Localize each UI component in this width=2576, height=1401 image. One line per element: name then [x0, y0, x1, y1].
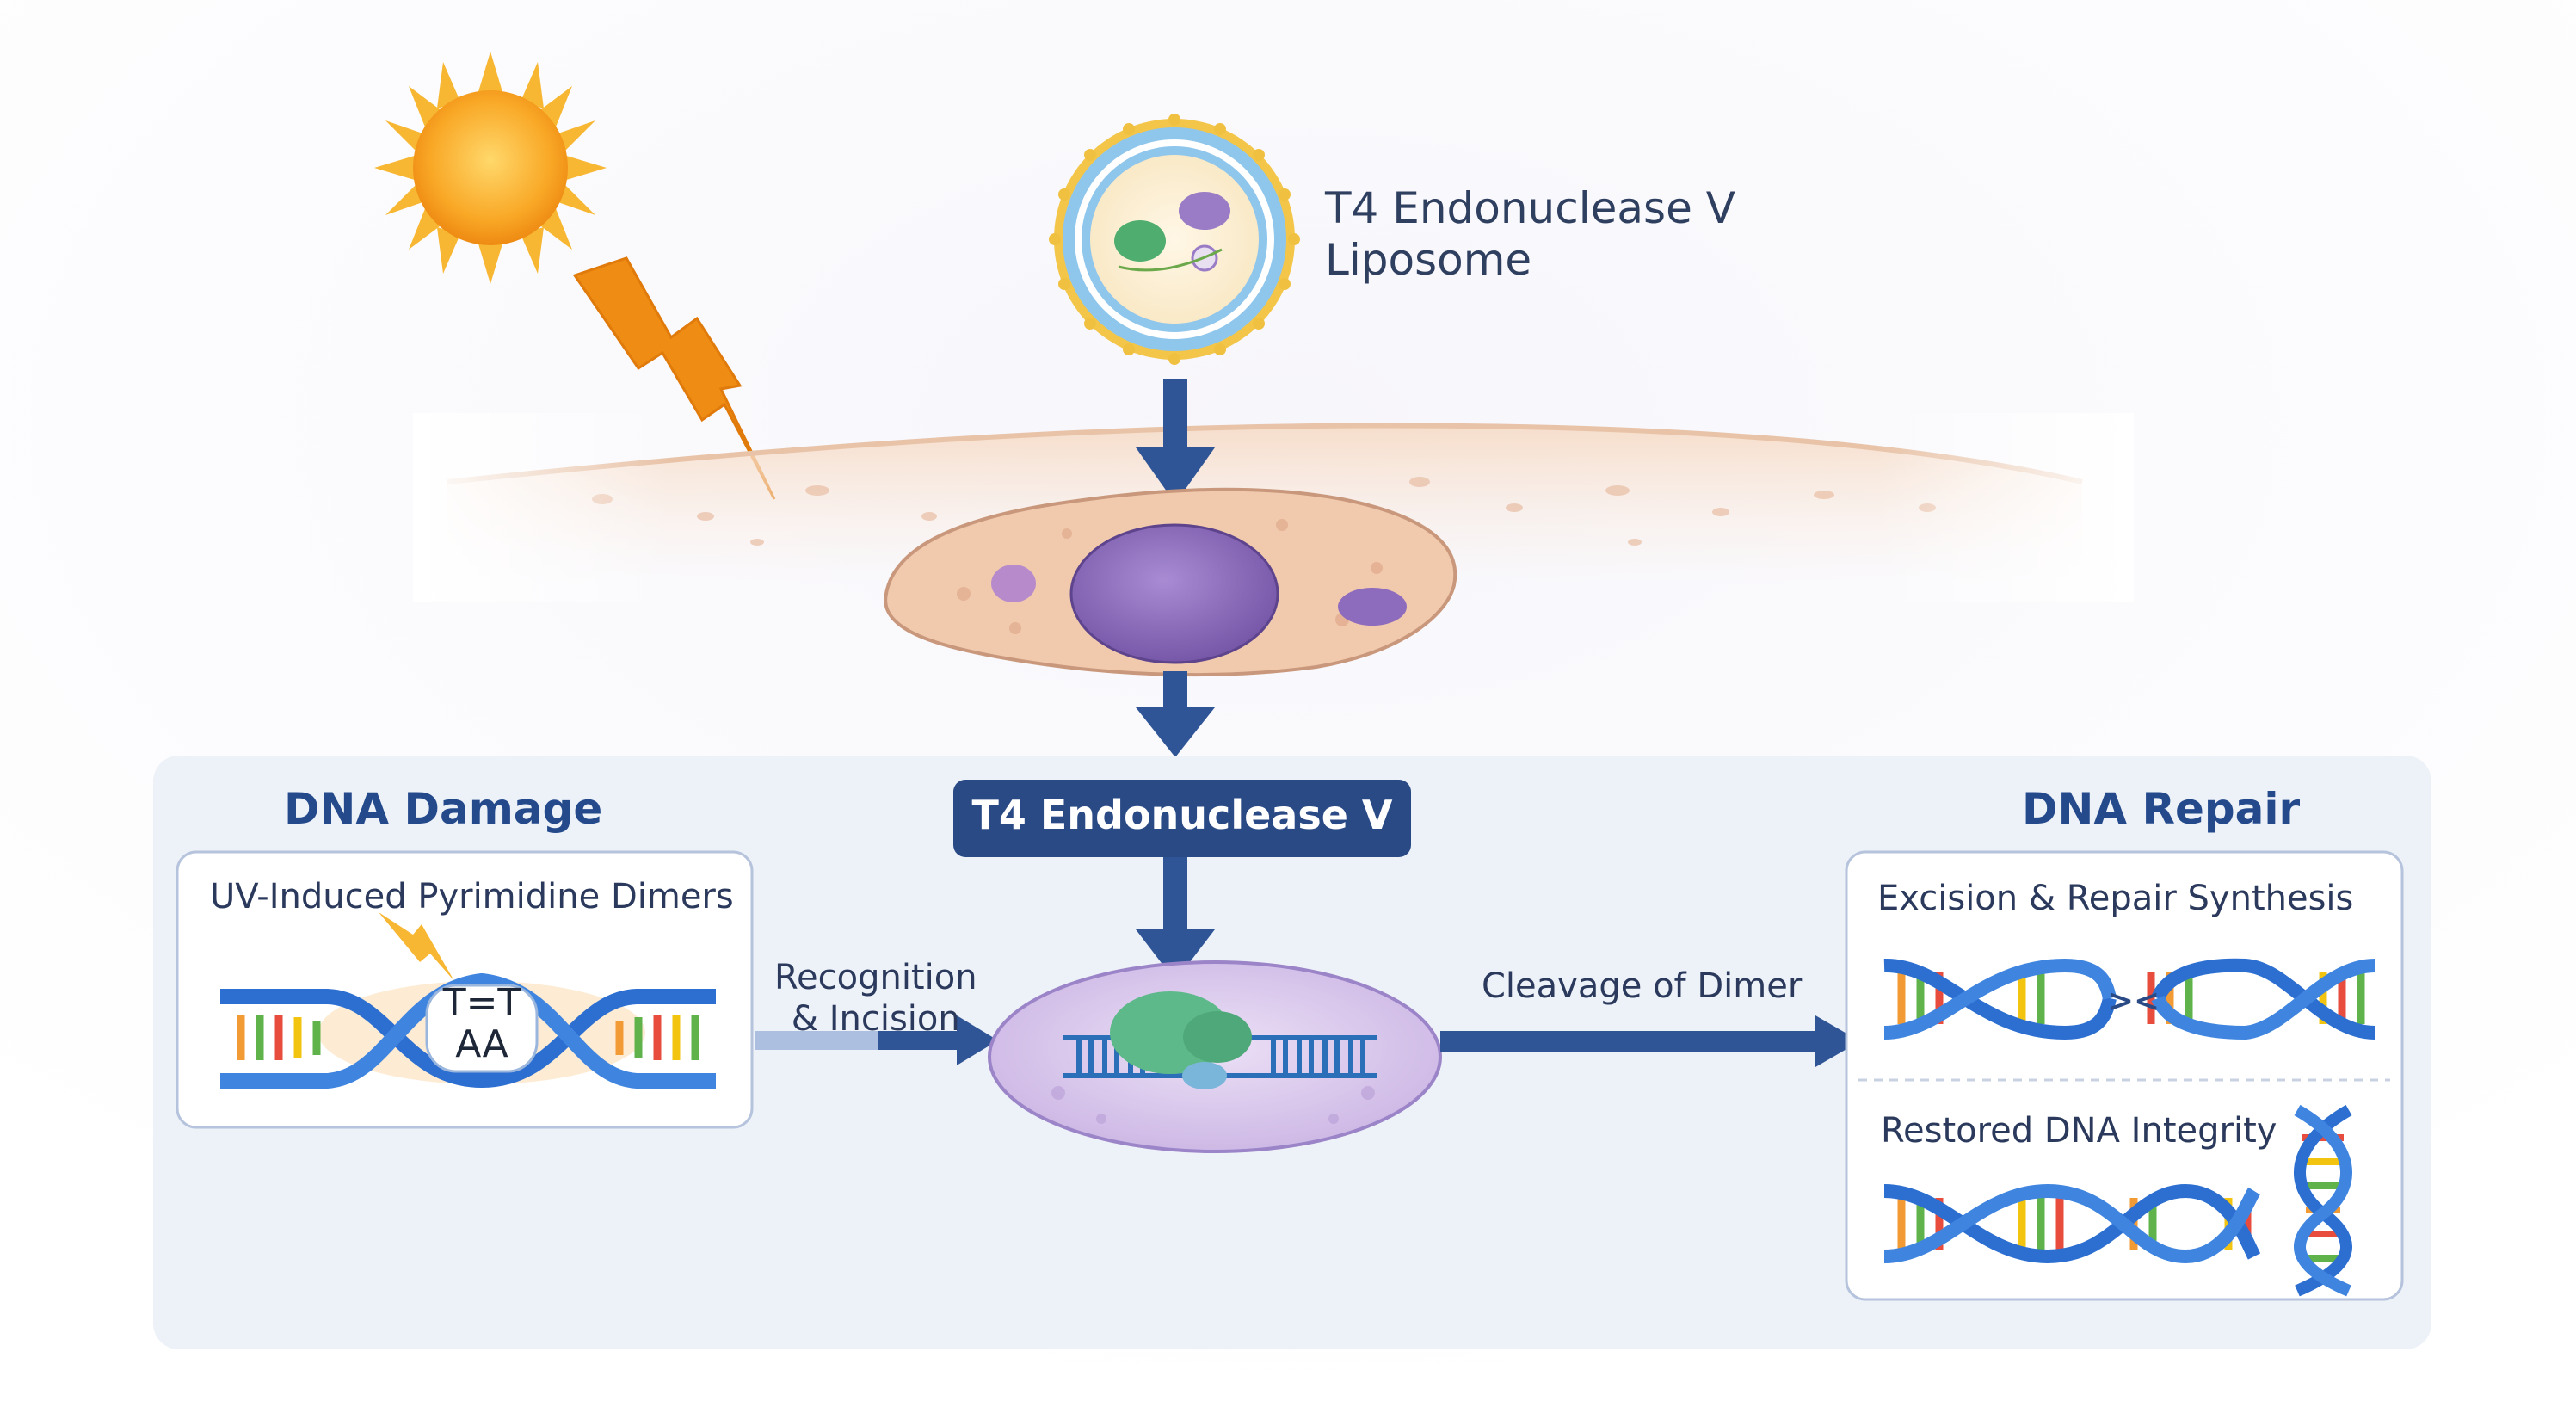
dna-icon [2293, 1104, 2353, 1297]
restored-dna-icon [1883, 1183, 2261, 1264]
damage-card-title: UV-Induced Pyrimidine Dimers [210, 877, 734, 917]
dna-damage-heading: DNA Damage [284, 784, 603, 834]
enzyme-banner [953, 780, 1411, 857]
arrow-down-3 [1136, 857, 1215, 981]
enzyme-icon [988, 960, 1442, 1153]
cleavage-label: Cleavage of Dimer [1482, 966, 1803, 1006]
restored-label: Restored DNA Integrity [1881, 1111, 2277, 1151]
liposome-label-line2: Liposome [1325, 235, 1532, 285]
cell-icon [884, 487, 1457, 677]
recognition-label-line2: & Incision [791, 999, 960, 1039]
arrow-recognition [755, 1015, 998, 1065]
recognition-label-line1: Recognition [774, 958, 977, 997]
liposome-label: T4 Endonuclease V Liposome [1325, 182, 1735, 286]
dimer-label-bottom: AA [455, 1022, 508, 1066]
excised-dna-icon: >< [1883, 958, 2376, 1040]
dna-repair-heading: DNA Repair [2022, 784, 2301, 834]
enzyme-banner-label: T4 Endonuclease V [971, 792, 1393, 838]
excision-label: Excision & Repair Synthesis [1877, 879, 2354, 918]
sun-icon [374, 52, 607, 284]
arrow-cleavage [1440, 1015, 1860, 1067]
svg-text:><: >< [2108, 984, 2160, 1019]
recognition-label: Recognition & Incision [774, 957, 977, 1040]
liposome-label-line1: T4 Endonuclease V [1325, 183, 1735, 233]
liposome-icon [1049, 114, 1300, 365]
damaged-dna-icon [220, 912, 716, 1089]
arrow-down-2 [1136, 671, 1215, 757]
dimer-label-top: T=T [442, 981, 521, 1025]
arrow-down-1 [1136, 379, 1215, 503]
